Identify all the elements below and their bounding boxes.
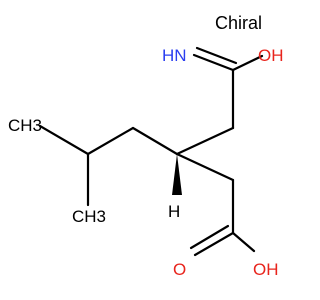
- atom-hn: HN: [162, 46, 187, 65]
- atom-oh-upper: OH: [258, 46, 284, 65]
- atom-ch3-bottom: CH3: [72, 207, 106, 226]
- wedge-bond-h: [172, 154, 182, 195]
- bond-stereocenter-to-ch2-lower: [175, 152, 235, 182]
- structure-canvas: HN OH H CH3 CH3 O OH Chiral: [8, 13, 284, 279]
- chiral-label: Chiral: [215, 13, 262, 33]
- bond-stereocenter-to-ch2-upper: [175, 126, 235, 156]
- molecule-diagram: HN OH H CH3 CH3 O OH Chiral: [8, 13, 284, 279]
- bond-ch3-top-to-ch: [38, 124, 90, 156]
- bond-ch-to-ch2: [86, 126, 135, 156]
- bond-c-to-oh-upper: [231, 54, 264, 72]
- bond-c-o-double-2: [189, 224, 230, 250]
- atom-oh-acid: OH: [253, 260, 279, 279]
- atom-h-stereo: H: [168, 202, 180, 221]
- bond-c-o-double-1: [193, 231, 235, 257]
- atom-o-carbonyl: O: [173, 260, 186, 279]
- bond-c-to-oh-lower: [231, 231, 256, 253]
- atom-ch3-top: CH3: [8, 116, 42, 135]
- bond-c-to-n-1: [192, 53, 235, 72]
- bond-ch2-to-stereocenter: [131, 126, 179, 156]
- bond-c-to-n-2: [195, 46, 238, 65]
